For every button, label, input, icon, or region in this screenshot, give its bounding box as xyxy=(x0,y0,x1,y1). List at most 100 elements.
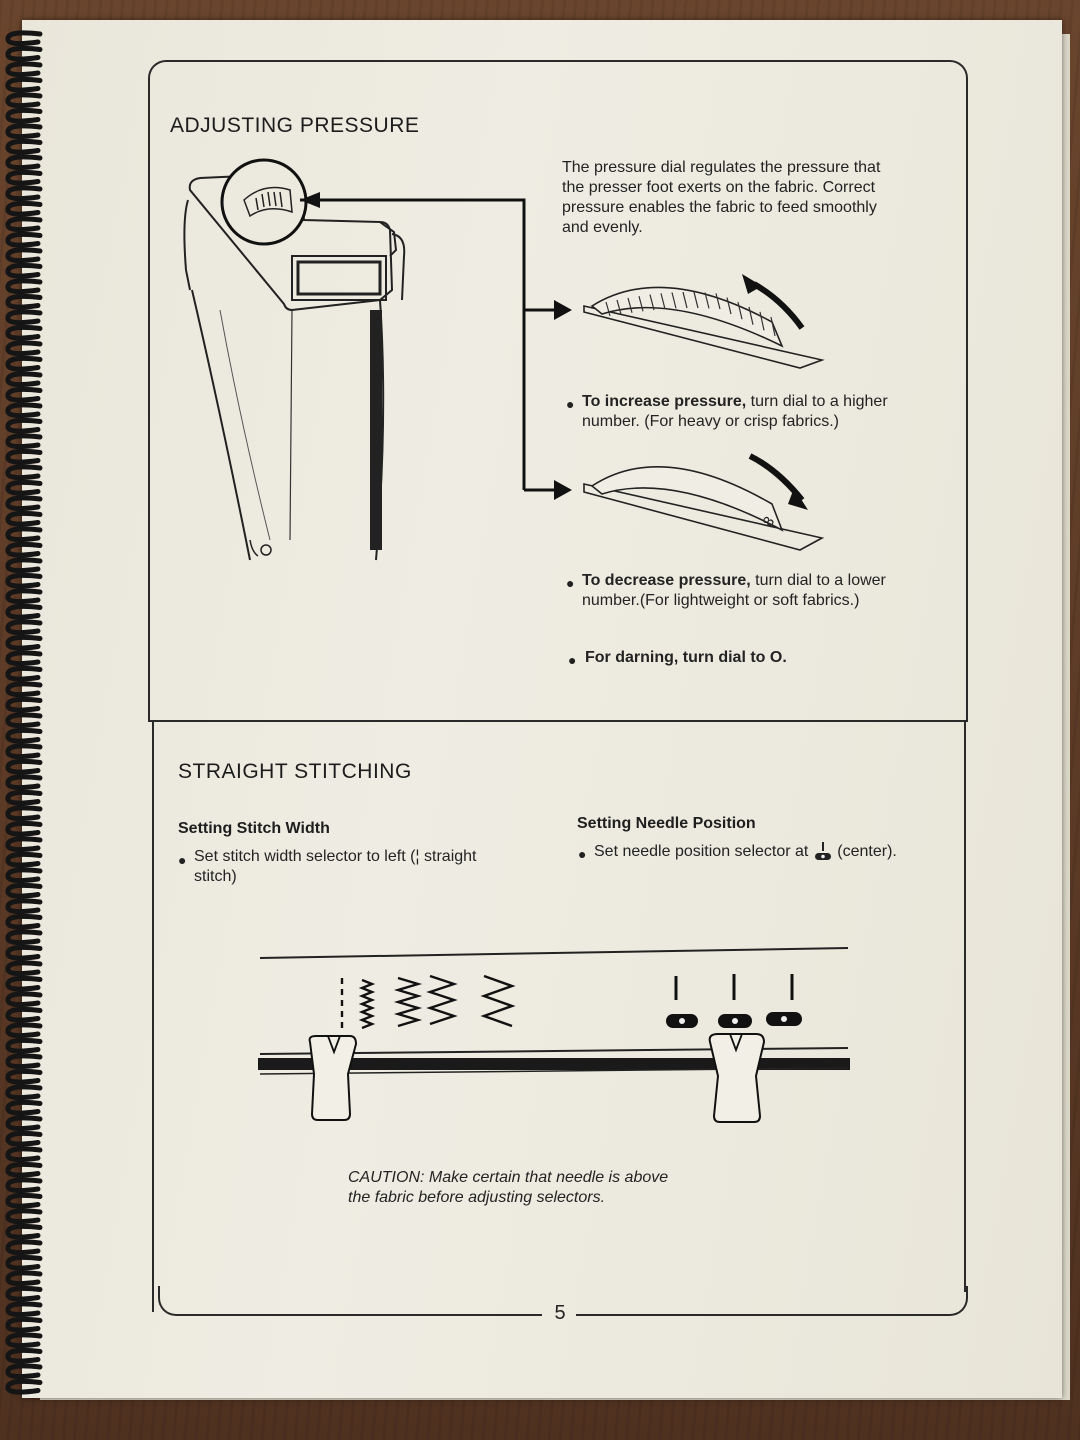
spiral-coil xyxy=(5,634,43,651)
caution-line: the fabric before adjusting selectors. xyxy=(348,1189,606,1206)
stitch-width-scale-icon xyxy=(340,974,516,1032)
page-number: 5 xyxy=(554,1302,566,1324)
spiral-coil xyxy=(5,200,43,217)
caution-note: CAUTION: Make certain that needle is abo… xyxy=(348,1168,768,1208)
dial-tick xyxy=(660,293,666,310)
section-divider xyxy=(150,720,966,722)
spiral-coil xyxy=(5,1363,43,1380)
spiral-coil xyxy=(5,76,43,93)
dial-tick xyxy=(605,301,611,317)
spiral-coil xyxy=(5,774,43,791)
section-frame-right xyxy=(964,722,966,1292)
spiral-coil xyxy=(5,851,43,868)
spiral-coil xyxy=(5,619,43,636)
spiral-coil xyxy=(5,1378,43,1395)
spiral-binding xyxy=(5,30,43,1395)
spiral-coil xyxy=(5,541,43,558)
spiral-coil xyxy=(5,231,43,248)
spiral-coil xyxy=(5,572,43,589)
needle-position-instruction: Set needle position selector at (center)… xyxy=(594,842,954,862)
spiral-coil xyxy=(5,820,43,837)
spiral-coil xyxy=(5,650,43,667)
spiral-coil xyxy=(5,510,43,527)
dial-tick xyxy=(704,292,710,309)
spiral-coil xyxy=(5,247,43,264)
pressure-intro-line: and evenly. xyxy=(562,219,643,236)
spiral-coil xyxy=(5,1208,43,1225)
spiral-coil xyxy=(5,1006,43,1023)
dial-tick xyxy=(671,292,677,309)
spiral-coil xyxy=(5,960,43,977)
spiral-coil xyxy=(5,123,43,140)
increase-pressure-instruction: To increase pressure, turn dial to a hig… xyxy=(582,392,942,432)
spiral-coil xyxy=(5,495,43,512)
spiral-coil xyxy=(5,727,43,744)
section-frame-corner-left xyxy=(158,1286,190,1316)
dial-tick xyxy=(649,294,655,311)
spiral-coil xyxy=(5,975,43,992)
spiral-coil xyxy=(5,262,43,279)
spiral-coil xyxy=(5,805,43,822)
spiral-coil xyxy=(5,216,43,233)
dial-tick xyxy=(616,299,622,315)
dial-tick xyxy=(759,311,765,331)
dial-tick xyxy=(715,293,721,310)
spiral-coil xyxy=(5,1146,43,1163)
spiral-coil xyxy=(5,789,43,806)
bullet-dot: ● xyxy=(578,846,587,862)
adjusting-pressure-heading: ADJUSTING PRESSURE xyxy=(170,114,420,137)
spiral-coil xyxy=(5,1053,43,1070)
spiral-coil xyxy=(5,1084,43,1101)
stitch-width-text: Set stitch width selector to left (¦ str… xyxy=(194,848,477,865)
spiral-coil xyxy=(5,417,43,434)
dial-tick xyxy=(726,297,732,315)
manual-page xyxy=(22,20,1062,1398)
spiral-coil xyxy=(5,1316,43,1333)
dial-tick xyxy=(770,316,776,337)
needle-position-text: Set needle position selector at xyxy=(594,843,809,861)
spiral-coil xyxy=(5,944,43,961)
spiral-coil xyxy=(5,1332,43,1349)
spiral-coil xyxy=(5,309,43,326)
section-frame-top xyxy=(148,60,968,722)
decrease-pressure-text: turn dial to a lower xyxy=(750,572,886,589)
spiral-coil xyxy=(5,448,43,465)
spiral-coil xyxy=(5,433,43,450)
sewing-machine-illustration-icon xyxy=(183,158,572,561)
stitch-width-text: stitch) xyxy=(194,868,237,885)
spiral-coil xyxy=(5,603,43,620)
spiral-coil xyxy=(5,913,43,930)
spiral-coil xyxy=(5,61,43,78)
spiral-coil xyxy=(5,185,43,202)
spiral-coil xyxy=(5,526,43,543)
needle-position-subheading: Setting Needle Position xyxy=(577,815,756,832)
bullet-dot: ● xyxy=(178,852,187,868)
spiral-coil xyxy=(5,92,43,109)
spiral-coil xyxy=(5,1223,43,1240)
spiral-coil xyxy=(5,386,43,403)
dial-tick xyxy=(693,291,699,309)
spiral-coil xyxy=(5,402,43,419)
dial-tick xyxy=(638,295,644,312)
spiral-coil xyxy=(5,665,43,682)
decrease-pressure-label: To decrease pressure, xyxy=(582,572,751,589)
increase-pressure-note: number. (For heavy or crisp fabrics.) xyxy=(582,413,839,430)
spiral-coil xyxy=(5,355,43,372)
increase-pressure-text: turn dial to a higher xyxy=(746,393,888,410)
spiral-coil xyxy=(5,464,43,481)
decrease-pressure-instruction: To decrease pressure, turn dial to a low… xyxy=(582,571,942,611)
spiral-coil xyxy=(5,45,43,62)
spiral-coil xyxy=(5,1239,43,1256)
spiral-coil xyxy=(5,278,43,295)
center-position-icon xyxy=(814,842,831,860)
spiral-coil xyxy=(5,293,43,310)
spiral-coil xyxy=(5,324,43,341)
spiral-coil xyxy=(5,1130,43,1147)
pressure-intro-line: The pressure dial regulates the pressure… xyxy=(562,159,881,176)
spiral-coil xyxy=(5,138,43,155)
pressure-intro-line: the presser foot exerts on the fabric. C… xyxy=(562,179,876,196)
needle-position-selector-icon xyxy=(708,1033,766,1123)
spiral-coil xyxy=(5,1022,43,1039)
spiral-coil xyxy=(5,712,43,729)
needle-position-text-end: (center). xyxy=(837,843,897,861)
